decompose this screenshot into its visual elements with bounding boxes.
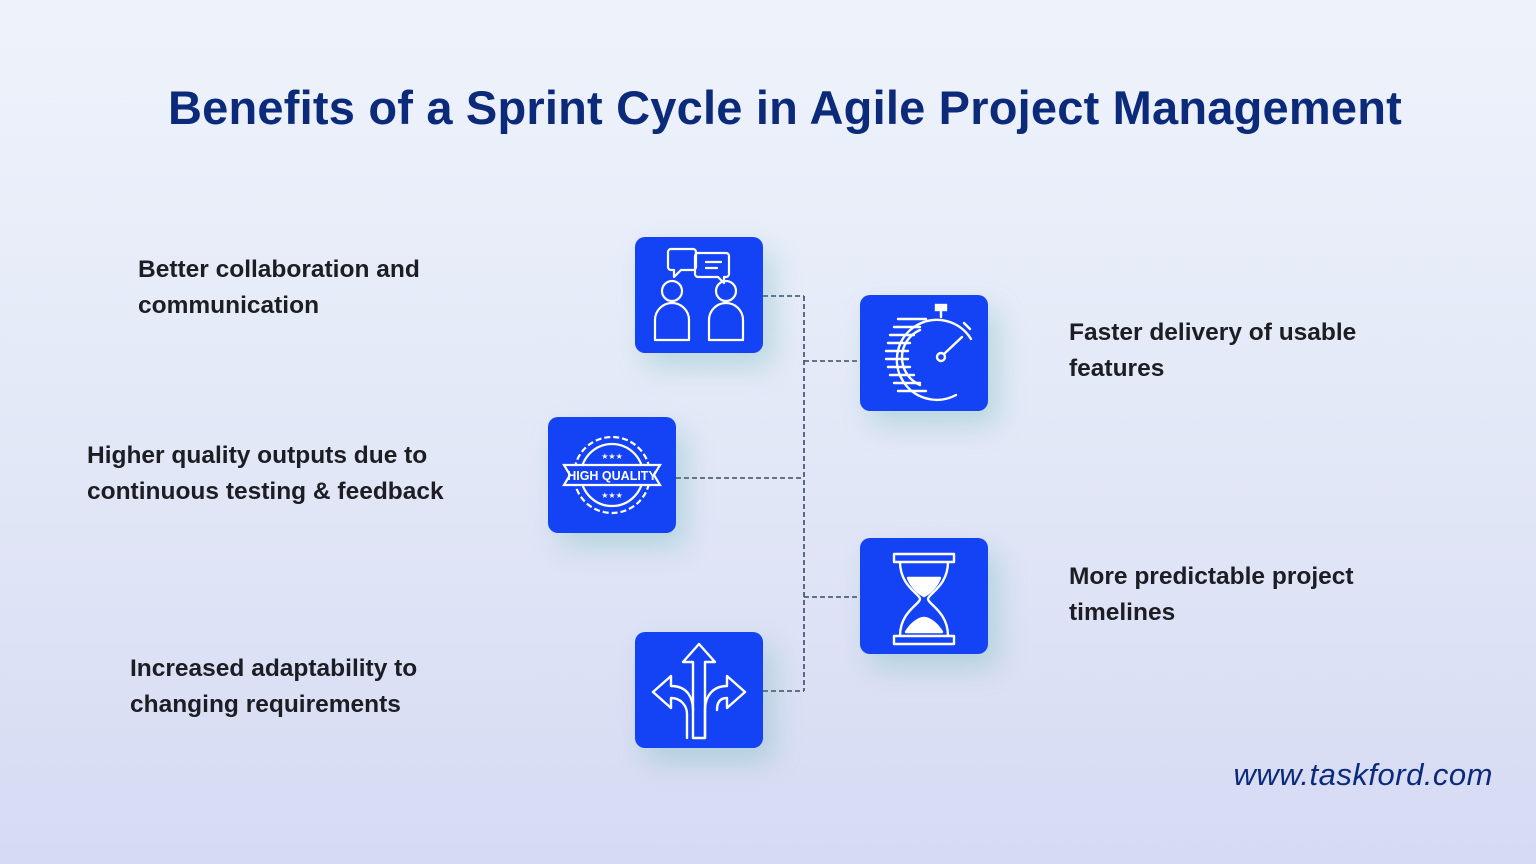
hourglass-icon [892,552,956,646]
adaptability-box [635,632,763,748]
collaboration-box [635,237,763,353]
benefit-label-adaptability: Increased adaptability to changing requi… [130,655,418,718]
benefit-label-faster-delivery: Faster delivery of usable features [1069,319,1357,382]
collaboration-chat-icon [653,247,745,342]
badge-text: HIGH QUALITY [567,469,657,483]
benefit-label-predictable-timelines: More predictable project timelines [1069,563,1354,626]
svg-text:★★★: ★★★ [601,452,623,461]
benefit-label-collaboration: Better collaboration and communication [138,256,420,319]
website-url[interactable]: www.taskford.com [1233,757,1493,792]
benefit-label-high-quality: Higher quality outputs due to continuous… [87,442,444,505]
high-quality-box: HIGH QUALITY ★★★ ★★★ [548,417,676,533]
high-quality-badge-icon: HIGH QUALITY ★★★ ★★★ [562,435,662,515]
faster-delivery-box [860,295,988,411]
predictable-timelines-box [860,538,988,654]
split-arrows-icon [651,642,747,740]
stopwatch-icon [884,303,973,402]
svg-text:★★★: ★★★ [601,491,623,500]
page-title: Benefits of a Sprint Cycle in Agile Proj… [168,81,1402,134]
